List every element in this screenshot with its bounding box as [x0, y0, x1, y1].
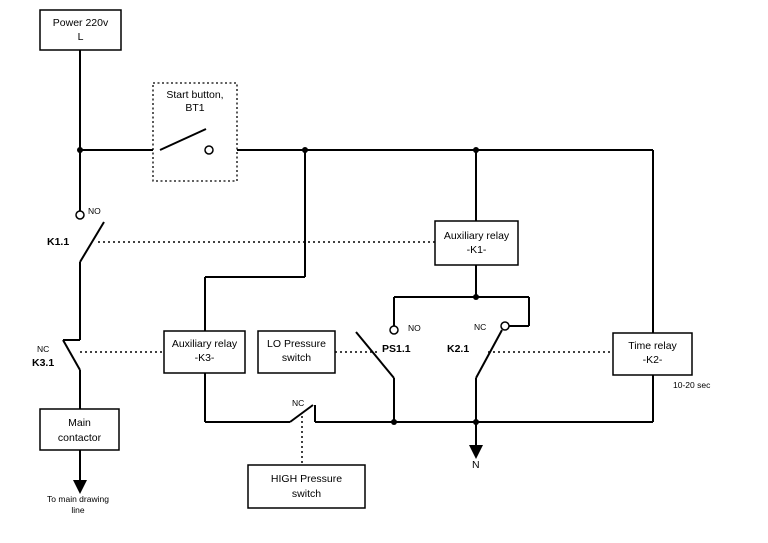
high-pressure-label-2: switch [292, 488, 321, 500]
contact-k1-1: NO K1.1 [47, 206, 105, 263]
k1-relay-id: -K1- [467, 244, 487, 256]
junction-dot [391, 419, 397, 425]
start-button-id: BT1 [185, 102, 204, 114]
power-label: Power 220v [53, 17, 109, 29]
ps1-1-terminal [389, 325, 399, 335]
high-pressure-switch-blade [289, 404, 314, 423]
auxiliary-relay-k1: Auxiliary relay -K1- [434, 220, 519, 266]
lo-pressure-label: LO Pressure [267, 338, 326, 350]
high-pressure-label: HIGH Pressure [271, 473, 342, 485]
k1-1-switch-blade [79, 221, 105, 263]
high-pressure-switch: NC HIGH Pressure switch [247, 398, 366, 509]
power-phase-label: L [78, 31, 84, 43]
junction-dots [77, 147, 479, 425]
main-contactor-label: Main [68, 417, 91, 429]
lo-pressure-switch-box: LO Pressure switch [257, 330, 336, 374]
main-contactor-box: Main contactor To main drawing line [39, 408, 120, 515]
k2-1-state: NC [474, 322, 486, 332]
main-line-note-2: line [71, 505, 85, 515]
wiring [73, 50, 654, 494]
k1-1-label: K1.1 [47, 236, 69, 248]
high-pressure-contact-state: NC [292, 398, 304, 408]
time-relay-label: Time relay [628, 340, 677, 352]
contact-k2-1: NC K2.1 [447, 321, 510, 379]
k1-relay-label: Auxiliary relay [444, 230, 510, 242]
ps1-1-switch-blade [355, 331, 395, 379]
start-button-terminal [204, 145, 214, 155]
k2-1-terminal [500, 321, 510, 331]
ps1-1-state: NO [408, 323, 421, 333]
k3-relay-id: -K3- [195, 352, 215, 364]
neutral-label: N [472, 459, 480, 471]
k3-1-label: K3.1 [32, 357, 54, 369]
k3-1-state: NC [37, 344, 49, 354]
junction-dot [473, 294, 479, 300]
start-button-contact [159, 128, 207, 151]
k1-1-state: NO [88, 206, 101, 216]
junction-dot [473, 147, 479, 153]
junction-dot [473, 419, 479, 425]
main-line-note: To main drawing [47, 494, 109, 504]
auxiliary-relay-k3: Auxiliary relay -K3- [163, 330, 246, 374]
k3-relay-label: Auxiliary relay [172, 338, 238, 350]
k1-1-terminal [75, 210, 85, 220]
k2-1-label: K2.1 [447, 343, 469, 355]
start-button-label: Start button, [166, 89, 223, 101]
lo-pressure-label-2: switch [282, 352, 311, 364]
contact-ps1-1: NO PS1.1 [355, 323, 421, 379]
k2-1-switch-blade [475, 329, 503, 379]
junction-dot [77, 147, 83, 153]
time-relay-id: -K2- [643, 354, 663, 366]
time-relay-timing: 10-20 sec [673, 380, 711, 390]
main-contactor-label-2: contactor [58, 432, 102, 444]
power-supply-box: Power 220v L [39, 9, 122, 51]
time-relay-k2: Time relay -K2- 10-20 sec [612, 332, 711, 390]
k3-1-switch-blade [62, 339, 81, 371]
contact-k3-1: NC K3.1 [32, 339, 81, 371]
start-button-bt1: Start button, BT1 [152, 82, 238, 182]
junction-dot [302, 147, 308, 153]
mechanical-links [80, 241, 613, 465]
ps1-1-label: PS1.1 [382, 343, 411, 355]
